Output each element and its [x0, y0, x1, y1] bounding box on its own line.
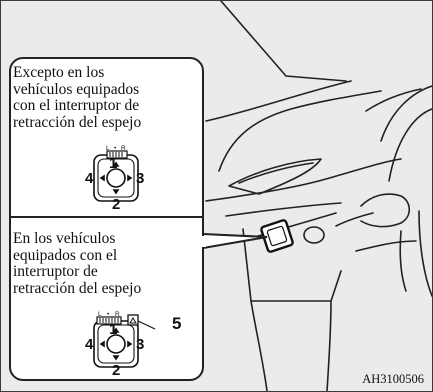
- callout-box: [9, 57, 204, 381]
- lr-selector: [106, 150, 128, 159]
- label-dot: •: [107, 311, 110, 318]
- label-dot: •: [114, 145, 117, 152]
- direction-number-2: 2: [112, 362, 120, 377]
- mirror-switch-location: [260, 219, 294, 253]
- lr-selector: [96, 316, 122, 325]
- callout-divider: [9, 216, 204, 218]
- label-r: R: [115, 311, 120, 318]
- label-l: L: [98, 311, 102, 318]
- label-l: L: [106, 145, 110, 152]
- direction-number-1: 1: [109, 321, 117, 338]
- steering-wheel-arc-1: [380, 85, 432, 142]
- mirror-switch-with-retraction-diagram: L • R 1 4 3 2: [85, 311, 156, 377]
- direction-number-3: 3: [136, 336, 144, 353]
- switch-panel-outline: [242, 228, 342, 302]
- callout-pointer: [202, 233, 268, 249]
- windshield-line: [220, 1, 347, 82]
- label-r: R: [121, 145, 126, 152]
- round-knob: [303, 226, 325, 244]
- direction-number-2: 2: [112, 196, 120, 211]
- retraction-button: [127, 314, 139, 326]
- direction-number-4: 4: [85, 336, 94, 353]
- direction-number-1: 1: [109, 155, 117, 172]
- air-vent: [228, 158, 322, 195]
- direction-number-4: 4: [85, 170, 94, 187]
- dashboard-top-line: [205, 80, 352, 122]
- callout-number-5: 5: [172, 314, 182, 333]
- caption-with-retraction-switch: En los vehículos equipados con el interr…: [13, 230, 142, 297]
- dashboard-mid-line: [205, 158, 402, 202]
- leader-line: [137, 320, 156, 330]
- figure-code: AH3100506: [362, 372, 424, 386]
- direction-number-3: 3: [136, 170, 144, 187]
- caption-without-retraction-switch: Excepto en los vehículos equipados con e…: [13, 64, 142, 131]
- dashboard-upper-curve: [218, 90, 382, 172]
- mirror-switch-diagram: L • R 1 4 3 2: [85, 145, 144, 211]
